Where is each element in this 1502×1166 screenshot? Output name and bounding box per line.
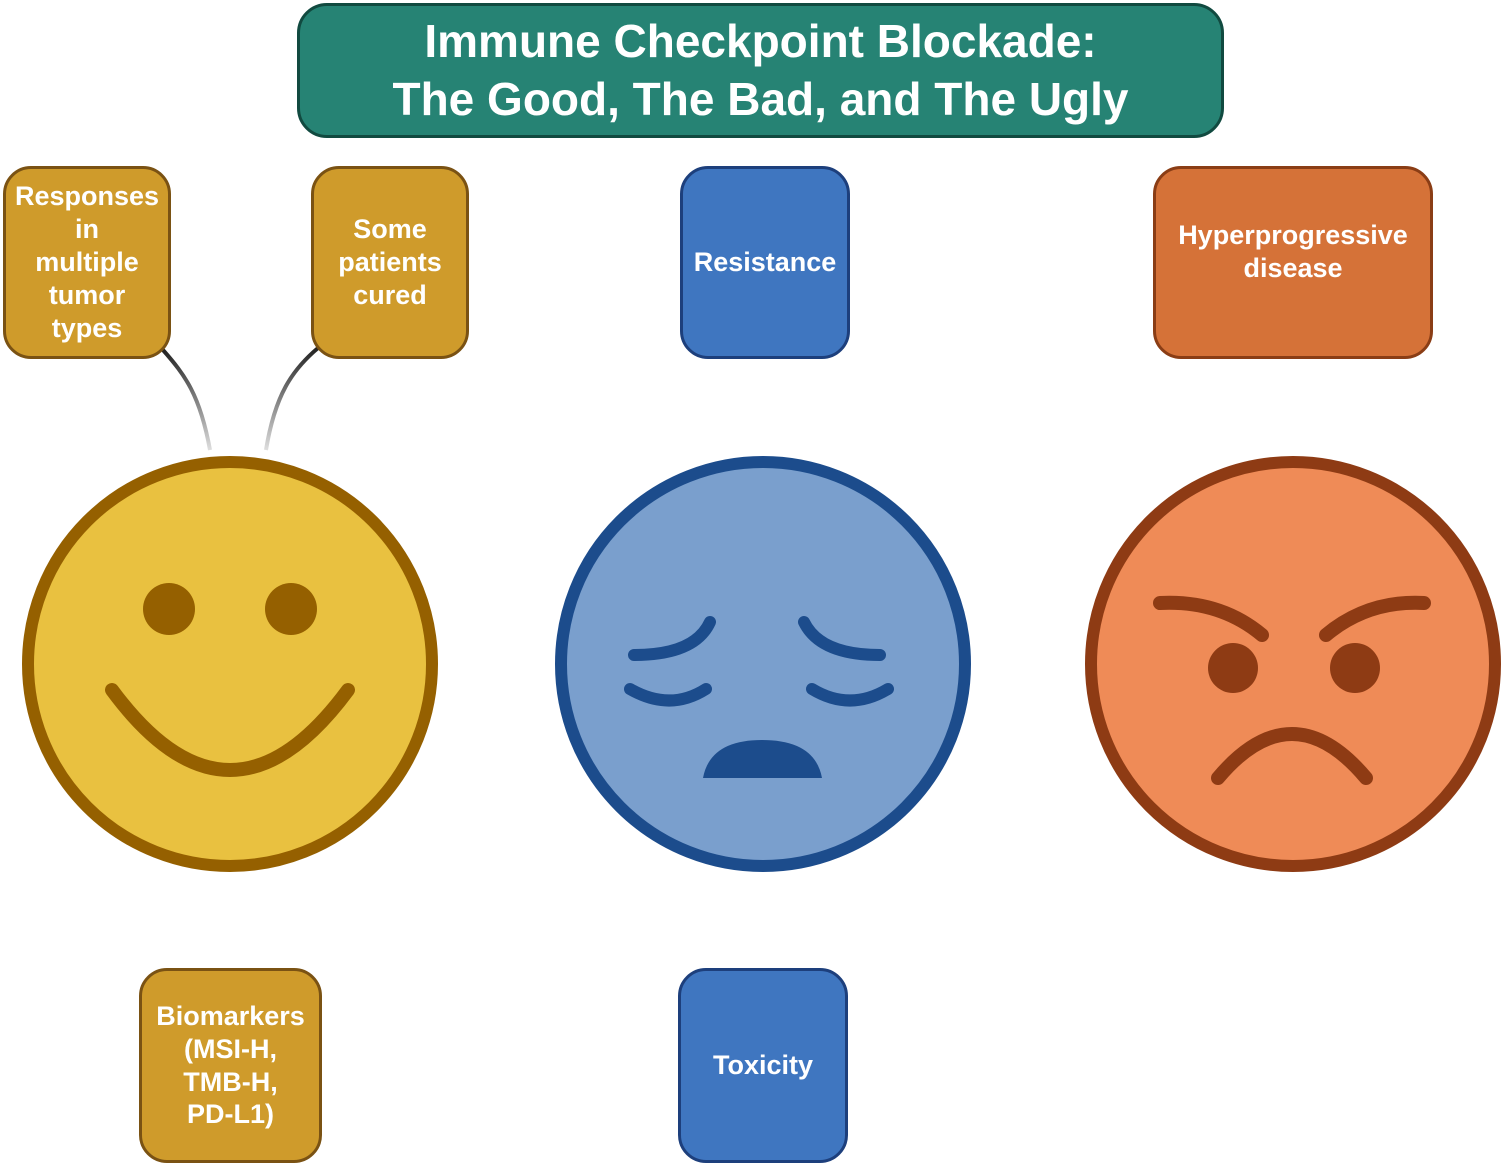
responses-box: Responses in multiple tumor types <box>3 166 171 359</box>
biomarkers-box: Biomarkers (MSI-H, TMB-H, PD-L1) <box>139 968 322 1163</box>
hyperprogressive-label: Hyperprogressive disease <box>1178 219 1408 283</box>
hyperprogressive-box: Hyperprogressive disease <box>1153 166 1433 359</box>
connector-responses-to-good-face <box>161 348 212 451</box>
cured-label: Some patients cured <box>338 214 442 310</box>
toxicity-label: Toxicity <box>712 1050 814 1081</box>
resistance-label: Resistance <box>693 247 837 278</box>
diagram-title: Immune Checkpoint Blockade: The Good, Th… <box>297 3 1224 138</box>
connector-cured-to-good-face <box>264 346 320 451</box>
responses-label: Responses in multiple tumor types <box>14 181 160 343</box>
angry-face-icon <box>1085 456 1501 872</box>
title-line-1: Immune Checkpoint Blockade: <box>424 15 1097 67</box>
smiling-face-icon <box>22 456 438 872</box>
toxicity-box: Toxicity <box>678 968 848 1163</box>
cured-box: Some patients cured <box>311 166 469 359</box>
sad-face-icon <box>555 456 971 872</box>
resistance-box: Resistance <box>680 166 850 359</box>
biomarkers-label: Biomarkers (MSI-H, TMB-H, PD-L1) <box>156 1000 305 1130</box>
title-line-2: The Good, The Bad, and The Ugly <box>392 72 1129 125</box>
